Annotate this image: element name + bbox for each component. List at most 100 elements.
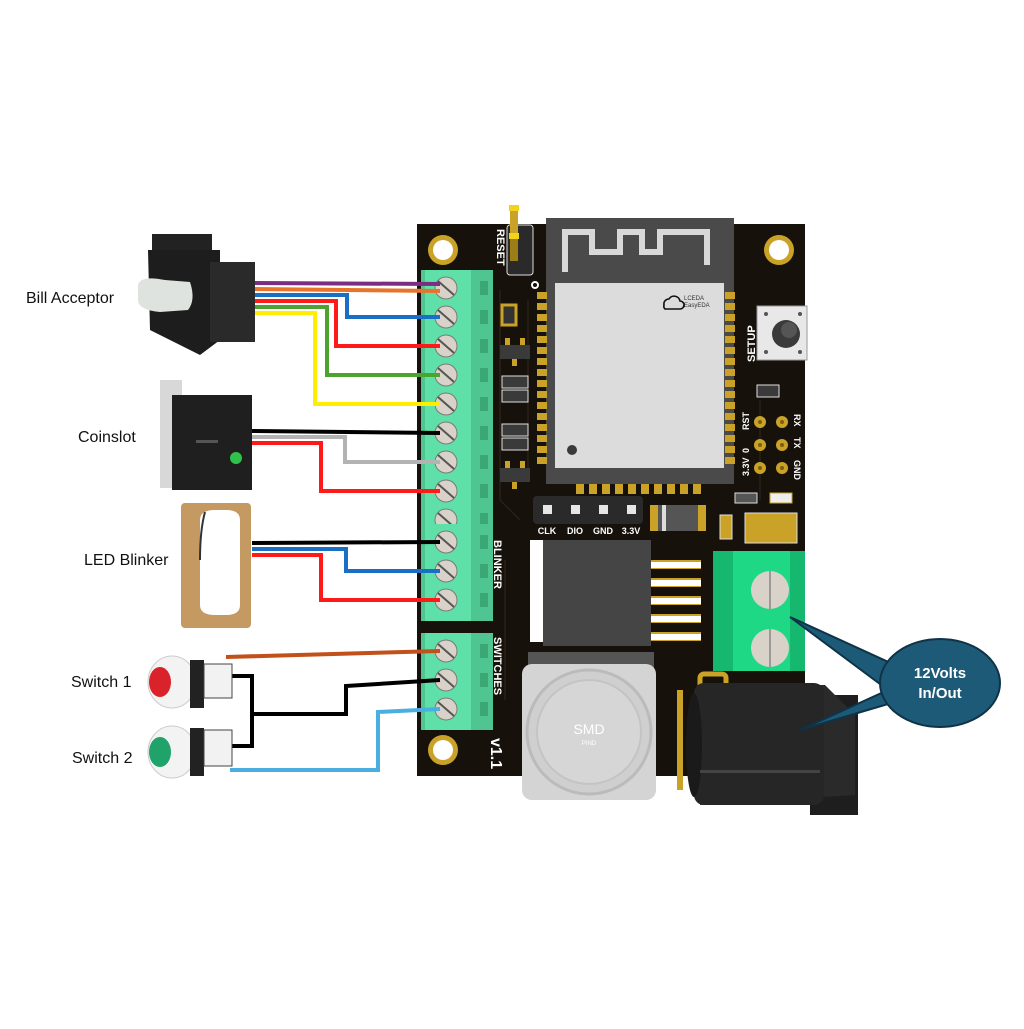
serial-pin-label: RX [792,414,802,427]
setup-button[interactable] [756,305,808,361]
module-pad [725,457,735,464]
coinslot-label: Coinslot [78,429,136,446]
switch-2-label: Switch 2 [72,750,133,767]
module-pad [537,446,547,453]
callout-line2: In/Out [918,685,961,702]
pcb-board: RESET LCEDA EasyEDA [417,205,858,815]
header-pin-label: GND [593,526,614,536]
diode [650,505,706,531]
switches-label: SWITCHES [491,637,503,695]
module-pad [725,446,735,453]
module-pad [576,484,584,494]
smd-inductor: SMD PIND [522,652,656,800]
header-pin [599,505,608,514]
module-pad [725,303,735,310]
module-pad [537,424,547,431]
module-pad [725,314,735,321]
module-pad [654,484,662,494]
setup-label: SETUP [746,325,758,362]
module-pad [615,484,623,494]
serial-pin-label: TX [792,437,802,449]
module-pad [725,347,735,354]
module-pads [537,292,735,494]
header-pin [571,505,580,514]
reset-jumper[interactable] [506,205,534,276]
module-pad [537,292,547,299]
bill-acceptor-wire [252,311,440,406]
coinslot-wire [251,429,441,435]
module-pad [725,369,735,376]
mounting-hole-bottom-left [428,735,458,765]
led-blinker-wire [251,540,441,545]
coinslot-wire [252,441,440,493]
module-pad [537,303,547,310]
callout-12v: 12Volts In/Out [789,616,1001,731]
bill-acceptor-device [138,234,255,355]
serial-pin-label: GND [792,460,802,481]
module-pad [725,435,735,442]
serial-pin-label: RST [741,411,751,430]
header-pin [543,505,552,514]
module-pad [725,358,735,365]
terminal-blocks [421,270,493,730]
bill-acceptor-wire [252,299,440,348]
dc-power-jack[interactable] [677,671,858,815]
module-pad [537,336,547,343]
module-pad [537,413,547,420]
bill-acceptor-wire [251,281,441,286]
module-pad [537,347,547,354]
module-pad [537,369,547,376]
mounting-hole-top-right [764,235,794,265]
smd-components [500,303,530,489]
module-pad [628,484,636,494]
header-pin [627,505,636,514]
bill-acceptor-label: Bill Acceptor [26,290,115,307]
bill-acceptor-wire [251,287,441,293]
module-pad [693,484,701,494]
module-pad [537,435,547,442]
switch-1-wire [225,649,441,659]
serial-header: RST 0 3.3V RX TX GND [741,411,802,480]
serial-pin-label: 0 [741,448,751,453]
module-pad [680,484,688,494]
module-brand-line1: LCEDA [684,296,704,302]
inductor-sublabel: PIND [582,741,597,747]
power-terminal[interactable] [713,551,805,671]
module-pad [725,380,735,387]
coinslot-device [160,380,252,490]
bill-acceptor-wire [252,293,440,319]
led-blinker-label: LED Blinker [84,552,169,569]
inductor-label: SMD [573,721,604,737]
wires [225,281,441,772]
module-pad [641,484,649,494]
serial-pin-label: 3.3V [741,457,751,476]
wifi-module: LCEDA EasyEDA [537,218,735,494]
cloud-logo-icon [663,295,685,310]
callout-line1: 12Volts [914,665,966,682]
switch-1-device [147,655,233,709]
blinker-label: BLINKER [491,540,503,589]
bill-acceptor-wire [252,305,440,377]
module-pad [725,424,735,431]
header-pin-label: DIO [567,526,583,536]
module-brand-line2: EasyEDA [684,303,710,309]
module-pad [725,413,735,420]
module-pad [537,314,547,321]
module-pad [537,380,547,387]
module-pad [725,402,735,409]
display-header [533,496,643,524]
led-blinker-wire [252,553,440,602]
led-blinker-wire [252,547,440,573]
coinslot-wire [252,435,440,464]
module-pad [667,484,675,494]
switch-1-label: Switch 1 [71,674,132,691]
header-pin-label: 3.3V [622,526,641,536]
voltage-regulator [530,540,701,646]
module-pad [725,325,735,332]
module-pad [537,391,547,398]
module-pad [537,402,547,409]
module-pad [537,325,547,332]
module-pad [537,457,547,464]
module-pad [725,336,735,343]
